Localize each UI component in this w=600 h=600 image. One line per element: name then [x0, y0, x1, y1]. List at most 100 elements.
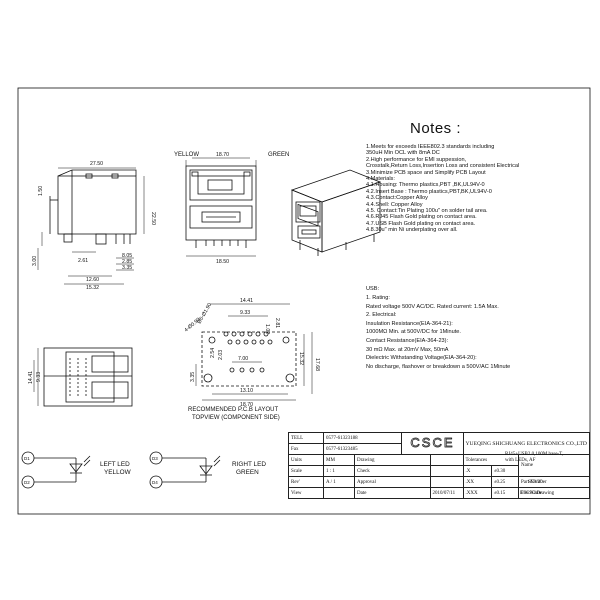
front-dim-width: 18.70	[216, 152, 229, 158]
note-line: 4.7.USB Flash Gold plating on contact ar…	[366, 220, 476, 227]
usb-note-line: Dielectric Withstanding Voltage(EIA-364-…	[366, 355, 477, 362]
rev-value: A / 1	[323, 476, 355, 488]
pcb-dim-9: 13.10	[240, 388, 253, 394]
note-line: 4.1.Housing: Thermo plastics,PBT ,BK,UL9…	[366, 182, 485, 189]
approval-value	[429, 476, 464, 488]
usb-note-line: Contact Resistance(EIA-364-23):	[366, 337, 449, 344]
top-dim-1: 1.50	[38, 186, 44, 196]
fax-label: Fax	[288, 443, 324, 455]
view-label: View	[288, 487, 324, 499]
led-d2: D2	[24, 480, 30, 485]
pcb-caption-line2: TOPVIEW (COMPONENT SIDE)	[192, 415, 280, 421]
usb-note-line: Insulation Resistance(EIA-364-21):	[366, 320, 453, 327]
name-value-1: RJ45+USB2.0,100M base-T,	[505, 452, 564, 457]
usb-header: USB:	[366, 286, 380, 292]
front-label-yellow: YELLOW	[174, 152, 200, 158]
top-dim-9: 15.32	[86, 285, 99, 291]
left-led-label: LEFT LED	[100, 461, 130, 468]
note-line: 350uH Min OCL with 8mA DC	[366, 150, 440, 157]
approval-label: Approval	[354, 476, 431, 488]
pcb-dim-8: 7.00	[238, 356, 248, 362]
note-line: 4.6.RJ45 Flash Gold plating on contact a…	[366, 214, 477, 221]
tel-value: 0577-61323188	[322, 432, 403, 444]
usb-note-line: 1. Rating:	[366, 295, 390, 301]
pcb-dim-10: 15.32	[298, 352, 304, 365]
note-line: 4.Materials:	[366, 176, 395, 183]
date-value: 2010/07/11	[429, 487, 464, 499]
note-line: 2.High performance for EMI suppession,	[366, 156, 467, 163]
logo-cell: CSCE	[401, 432, 464, 455]
scale-value: 1 : 1	[323, 465, 355, 477]
usb-note-line: 1000MΩ Min. at 500V/DC for 1Minute.	[366, 329, 461, 336]
isometric-view-drawing	[290, 169, 382, 256]
pcb-dim-0: 14.41	[240, 298, 253, 304]
usb-note-line: Rated voltage 500V AC/DC. Rated current:…	[366, 303, 499, 310]
pcb-dim-2: 2.81	[274, 318, 280, 328]
tol-xx-value: ±0.25	[490, 476, 520, 488]
usb-note-line: 30 mΩ Max. at 20mV Max, 50mA	[366, 346, 449, 353]
view-value	[323, 487, 355, 499]
left-led-color: YELLOW	[104, 469, 131, 476]
pcb-dim-5: 4-Ø0.90	[183, 317, 201, 334]
top-dim-8: 12.60	[86, 277, 99, 283]
note-line: 1.Meets for exceeds IEEE802.3 standards …	[366, 144, 495, 150]
check-label: Check	[354, 465, 431, 477]
date-label: Date	[354, 487, 431, 499]
scale-label: Scale	[288, 465, 324, 477]
tol-x: .X	[462, 465, 492, 477]
pcb-layout-drawing	[195, 303, 313, 401]
top-view-drawing	[37, 167, 145, 285]
pcb-dim-11: 17.68	[314, 358, 320, 371]
led-d1: D1	[24, 456, 30, 461]
note-line: 4.4.Shell: Copper Alloy	[366, 201, 423, 208]
top-dim-5: 8.05	[122, 253, 132, 259]
notes-title: Notes :	[410, 120, 462, 137]
usb-note-line: No discharge, flashover or breakdown a 5…	[366, 363, 511, 370]
led-schematic	[21, 451, 221, 489]
side-view-drawing	[33, 347, 133, 407]
note-line: 4.5. Contact:Tin Plating 100u" on solder…	[366, 208, 488, 215]
tol-xxx: .XXX	[462, 487, 492, 499]
top-dim-height: 22.50	[150, 212, 156, 225]
pcb-dim-7: 2.03	[218, 350, 224, 360]
led-d4: D4	[152, 480, 158, 485]
tol-xxx-value: ±0.15	[490, 487, 520, 499]
top-dim-width: 27.50	[90, 161, 103, 167]
usb-note-line: 2. Electrical:	[366, 312, 397, 319]
drawing-value	[429, 454, 464, 466]
note-line: 4.2.Insert Base : Thermo plastics,PBT,BK…	[366, 188, 492, 195]
rev-label: Rev'	[288, 476, 324, 488]
name-value-2: with LEDs, AF	[505, 458, 536, 463]
note-line: 4.8.30u" min Ni underplating over all.	[366, 227, 458, 234]
units-label: Units	[288, 454, 324, 466]
top-dim-6: 2.85	[122, 259, 132, 265]
usb-notes-list: 1. Rating: Rated voltage 500V AC/DC. Rat…	[366, 294, 590, 371]
check-value	[429, 465, 464, 477]
pcb-dim-12: 18.70	[240, 402, 253, 408]
front-dim-base: 18.50	[216, 259, 229, 265]
notes-list: 1.Meets for exceeds IEEE802.3 standards …	[366, 144, 590, 234]
side-dim-1: 9.33	[36, 372, 42, 382]
pcb-dim-3: 1.02	[264, 324, 270, 334]
led-d3: D3	[152, 456, 158, 461]
tol-xx: .XX	[462, 476, 492, 488]
front-view-drawing	[185, 157, 257, 257]
sheet-border	[17, 87, 591, 515]
file-label: File Name	[518, 487, 590, 499]
drawing-label: Drawing	[354, 454, 431, 466]
right-led-label: RIGHT LED	[232, 461, 266, 468]
fax-value: 0577-61323485	[322, 443, 403, 455]
pcb-caption-line1: RECOMMENDED P.C.B LAYOUT	[188, 407, 279, 413]
note-line: Crosstalk,Return Loss,Insertion Loss and…	[366, 163, 520, 170]
note-line: 4.3.Contact:Copper Alloy	[366, 195, 428, 202]
side-dim-0: 14.41	[28, 371, 34, 384]
top-dim-4: 2.61	[78, 258, 88, 264]
tol-x-value: ±0.30	[490, 465, 520, 477]
units-value: MM	[323, 454, 355, 466]
name-label: Name	[521, 463, 533, 468]
top-dim-3: 3.00	[32, 256, 38, 266]
part-number-value: SCV20	[528, 480, 543, 485]
title-block: TELL 0577-61323188 CSCE YUEQING SHICHUAN…	[288, 432, 591, 499]
top-dim-7: 3.35	[122, 265, 132, 271]
